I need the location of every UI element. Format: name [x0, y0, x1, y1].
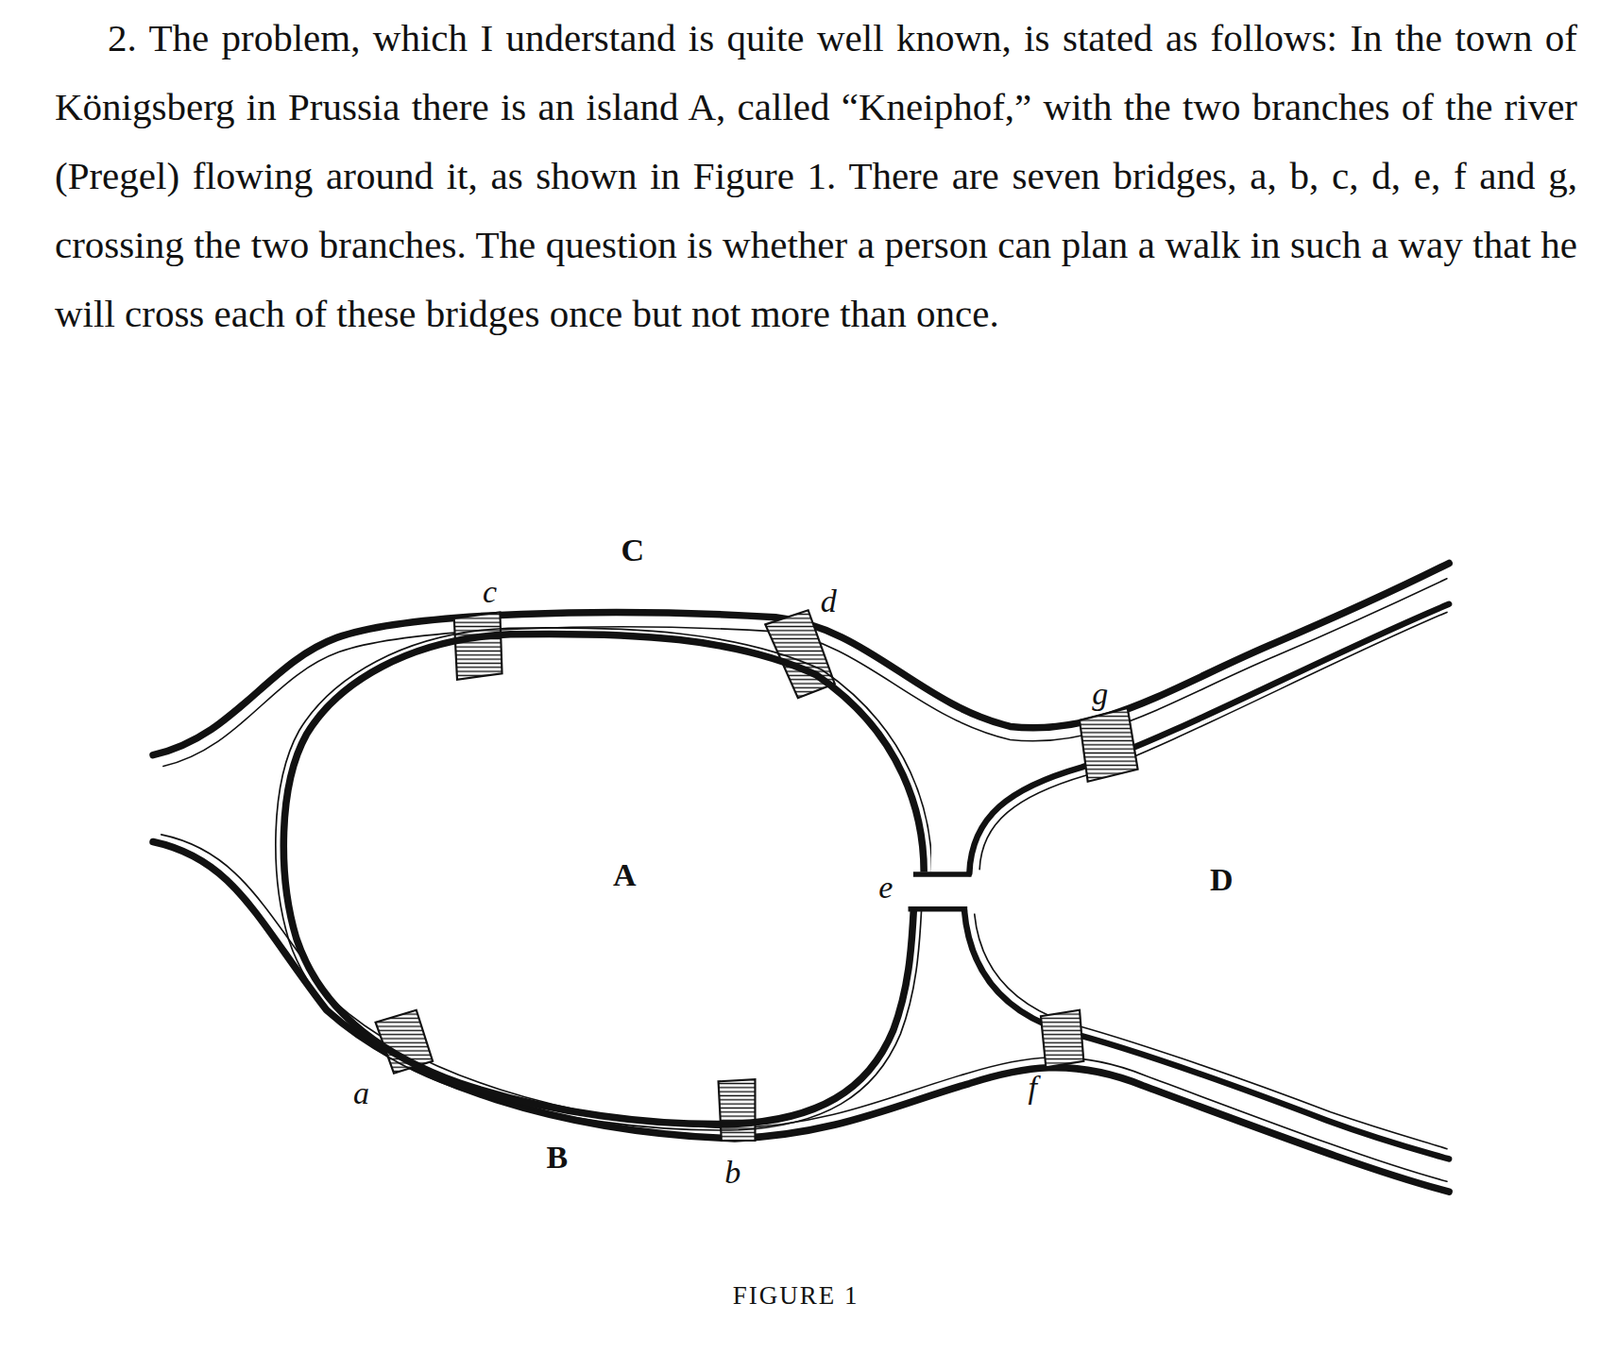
region-letter: A	[612, 859, 637, 892]
bridge-e	[908, 874, 972, 910]
figure-caption: FIGURE 1	[732, 1283, 860, 1310]
region-letter: C	[621, 534, 646, 567]
body-paragraph: 2. The problem, which I understand is qu…	[54, 3, 1578, 349]
bridge-symbols	[375, 610, 1139, 1141]
island-bank-line	[274, 628, 932, 1131]
bridge-letter: c	[482, 576, 497, 609]
bridge-letter: b	[724, 1157, 741, 1190]
bridge-letter: a	[353, 1077, 370, 1110]
bridge-letter: e	[878, 871, 893, 904]
region-letter: D	[1209, 864, 1234, 897]
region-letter: B	[546, 1141, 569, 1175]
bridge-letter: d	[820, 585, 837, 618]
bridge-letter: f	[1028, 1072, 1038, 1105]
island-region: A	[273, 624, 933, 1141]
island-outline	[273, 624, 933, 1141]
river-banks	[153, 563, 1449, 1193]
island-bank	[283, 634, 924, 1125]
bridge-letter: g	[1091, 678, 1108, 711]
